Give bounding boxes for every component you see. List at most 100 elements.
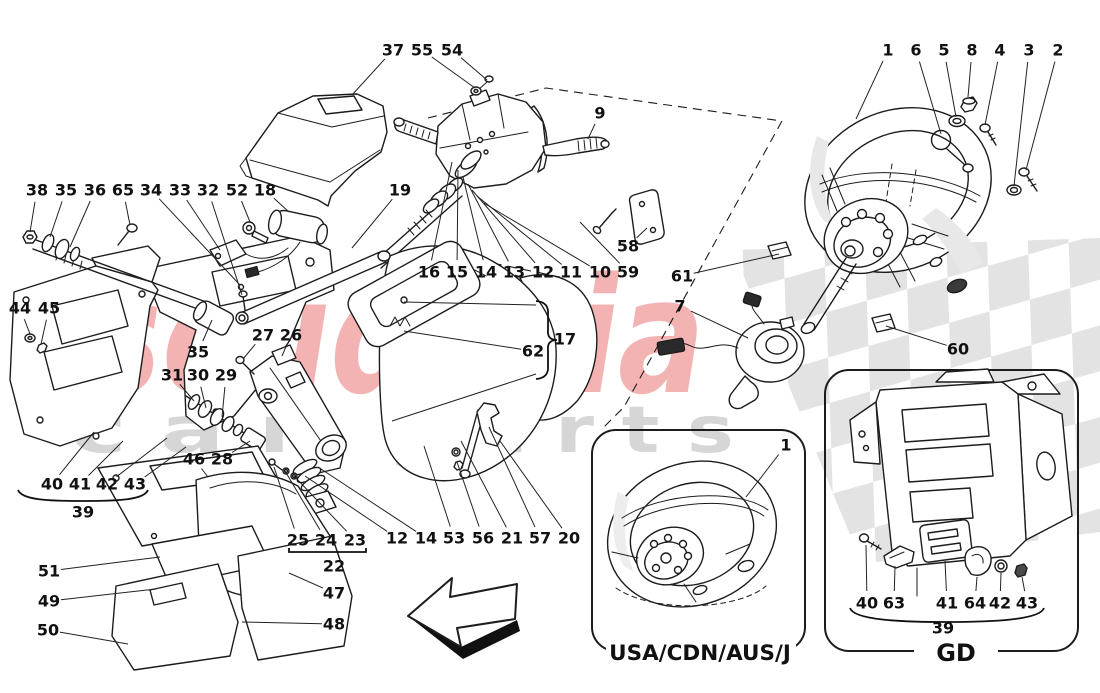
part-number-28: 28 bbox=[211, 450, 233, 469]
leader-line-43 bbox=[1021, 576, 1026, 592]
part-number-65: 65 bbox=[112, 181, 134, 200]
leader-line-1 bbox=[855, 60, 884, 120]
leader-line-58 bbox=[636, 227, 648, 239]
part-number-1: 1 bbox=[882, 41, 893, 60]
part-number-25: 25 bbox=[287, 531, 309, 550]
column-cover bbox=[239, 93, 388, 207]
part-number-40: 40 bbox=[41, 475, 63, 494]
leader-line-43 bbox=[144, 446, 187, 478]
leader-line-29 bbox=[221, 386, 226, 418]
leader-line-13 bbox=[467, 183, 509, 262]
part-number-19: 19 bbox=[389, 181, 411, 200]
leader-line-61 bbox=[693, 253, 780, 274]
leader-line-9 bbox=[587, 123, 596, 140]
part-number-9: 9 bbox=[594, 104, 605, 123]
direction-arrow bbox=[407, 577, 520, 659]
leader-line-19 bbox=[351, 198, 393, 249]
column-housing-shrouds bbox=[347, 240, 598, 482]
part-number-14: 14 bbox=[475, 263, 497, 282]
part-number-4: 4 bbox=[994, 41, 1005, 60]
part-number-37: 37 bbox=[382, 41, 404, 60]
leader-line-36 bbox=[69, 200, 91, 248]
steering-wheel-main bbox=[800, 96, 1038, 335]
pad-50 bbox=[111, 563, 239, 671]
part-number-60: 60 bbox=[947, 340, 969, 359]
linkage-and-clamp bbox=[451, 402, 503, 479]
part-number-59: 59 bbox=[617, 263, 639, 282]
part-number-42: 42 bbox=[96, 475, 118, 494]
leader-line-63 bbox=[893, 565, 896, 592]
part-number-34: 34 bbox=[140, 181, 162, 200]
ignition-key-52 bbox=[242, 221, 269, 244]
part-number-58: 58 bbox=[617, 237, 639, 256]
leader-line-56 bbox=[456, 461, 480, 527]
leader-line-14 bbox=[317, 466, 417, 532]
part-number-14: 14 bbox=[415, 529, 437, 548]
spacer-28 bbox=[240, 427, 266, 451]
group-brackets bbox=[17, 300, 1045, 623]
nut-8 bbox=[960, 96, 978, 113]
leader-line-47 bbox=[288, 572, 324, 589]
leader-line-46 bbox=[201, 468, 209, 478]
leader-line-27 bbox=[242, 343, 256, 360]
leader-line-8 bbox=[967, 61, 972, 98]
leader-line-57 bbox=[488, 426, 536, 528]
clock-spring bbox=[656, 291, 805, 410]
leader-line-38 bbox=[29, 201, 36, 233]
part-number-23: 23 bbox=[344, 531, 366, 550]
slotted-plate-41 bbox=[919, 519, 973, 563]
nut-45 bbox=[36, 342, 48, 354]
part-number-41: 41 bbox=[69, 475, 91, 494]
leader-line-34 bbox=[158, 198, 241, 286]
part-number-1: 1 bbox=[780, 436, 791, 455]
part-number-41: 41 bbox=[936, 594, 958, 613]
part-number-17: 17 bbox=[554, 330, 576, 349]
leader-line-59 bbox=[579, 221, 621, 264]
leader-line-1 bbox=[745, 454, 780, 498]
part-number-53: 53 bbox=[443, 529, 465, 548]
part-number-26: 26 bbox=[280, 326, 302, 345]
part-number-43: 43 bbox=[1016, 594, 1038, 613]
leader-line-30 bbox=[200, 386, 207, 409]
part-number-20: 20 bbox=[558, 529, 580, 548]
leader-line-16 bbox=[431, 161, 453, 261]
part-number-5: 5 bbox=[938, 41, 949, 60]
leader-line-3 bbox=[1013, 61, 1029, 187]
right-stalk bbox=[542, 136, 609, 157]
leader-line-35 bbox=[49, 201, 63, 238]
leader-line-62 bbox=[403, 330, 522, 350]
leader-line-60 bbox=[885, 325, 947, 346]
part-number-64: 64 bbox=[964, 594, 986, 613]
part-number-55: 55 bbox=[411, 41, 433, 60]
part-number-52: 52 bbox=[226, 181, 248, 200]
leader-line-42 bbox=[116, 437, 168, 478]
washer-35 bbox=[41, 233, 55, 253]
leader-line-23 bbox=[293, 475, 348, 532]
part-number-24: 24 bbox=[315, 531, 337, 550]
mount-26 bbox=[271, 344, 297, 366]
nut-43 bbox=[1014, 563, 1028, 578]
part-number-44: 44 bbox=[9, 299, 31, 318]
leader-line-31 bbox=[179, 383, 195, 402]
leader-line-7 bbox=[690, 310, 749, 339]
part-number-43: 43 bbox=[124, 475, 146, 494]
leader-line-2 bbox=[1025, 61, 1056, 171]
part-number-48: 48 bbox=[323, 615, 345, 634]
support-bracket-assembly bbox=[9, 209, 391, 447]
part-number-21: 21 bbox=[501, 529, 523, 548]
leader-line-24 bbox=[284, 470, 321, 530]
part-number-57: 57 bbox=[529, 529, 551, 548]
part-number-33: 33 bbox=[169, 181, 191, 200]
part-number-35: 35 bbox=[55, 181, 77, 200]
part-number-32: 32 bbox=[197, 181, 219, 200]
leader-line-53 bbox=[423, 445, 451, 527]
inset-usa-wheel bbox=[591, 429, 806, 664]
part-number-6: 6 bbox=[910, 41, 921, 60]
part-number-56: 56 bbox=[472, 529, 494, 548]
part-number-39: 39 bbox=[932, 619, 954, 638]
part-number-62: 62 bbox=[522, 342, 544, 361]
leader-line-49 bbox=[60, 588, 157, 601]
inset-caption-usa: USA/CDN/AUS/J bbox=[609, 641, 791, 666]
